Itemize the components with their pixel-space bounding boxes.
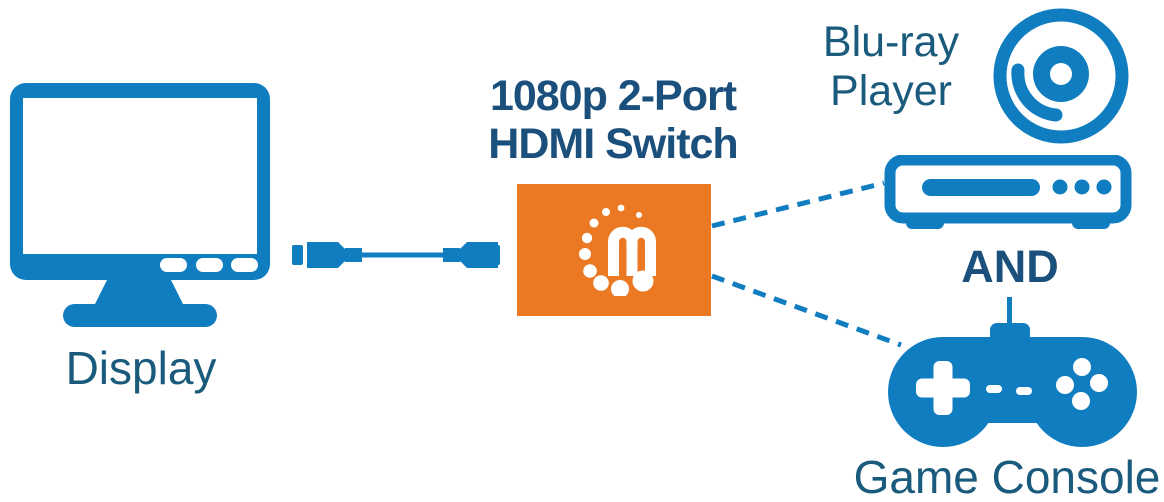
dashed-line-to-console <box>711 273 902 348</box>
monitor-button-icon <box>160 258 187 272</box>
disc-tray-icon <box>922 179 1040 196</box>
bluray-label-line1: Blu-ray <box>822 18 960 66</box>
hdmi-switch-box <box>517 184 711 316</box>
and-label: AND <box>961 241 1059 292</box>
display-monitor-icon <box>10 83 270 327</box>
dpad-icon <box>933 361 953 415</box>
logo-letter-m <box>608 226 656 276</box>
title-line1: 1080p 2-Port <box>489 72 737 120</box>
game-console-label: Game Console <box>853 451 1161 502</box>
monitor-button-icon <box>196 258 223 272</box>
bluray-label-line2: Player <box>830 67 952 115</box>
title-line2: HDMI Switch <box>488 120 738 168</box>
diagram-title: 1080p 2-Port HDMI Switch <box>445 72 781 168</box>
hdmi-cable-icon <box>292 242 500 268</box>
disc-icon <box>993 8 1129 144</box>
bluray-player-label: Blu-ray Player <box>806 18 976 116</box>
connection-lines <box>711 180 902 348</box>
monitor-button-icon <box>231 258 258 272</box>
game-controller-icon <box>888 297 1137 447</box>
display-label: Display <box>65 342 217 394</box>
dashed-line-to-bluray <box>711 180 885 229</box>
bluray-player-icon <box>884 155 1132 229</box>
manhattan-logo <box>579 204 656 296</box>
